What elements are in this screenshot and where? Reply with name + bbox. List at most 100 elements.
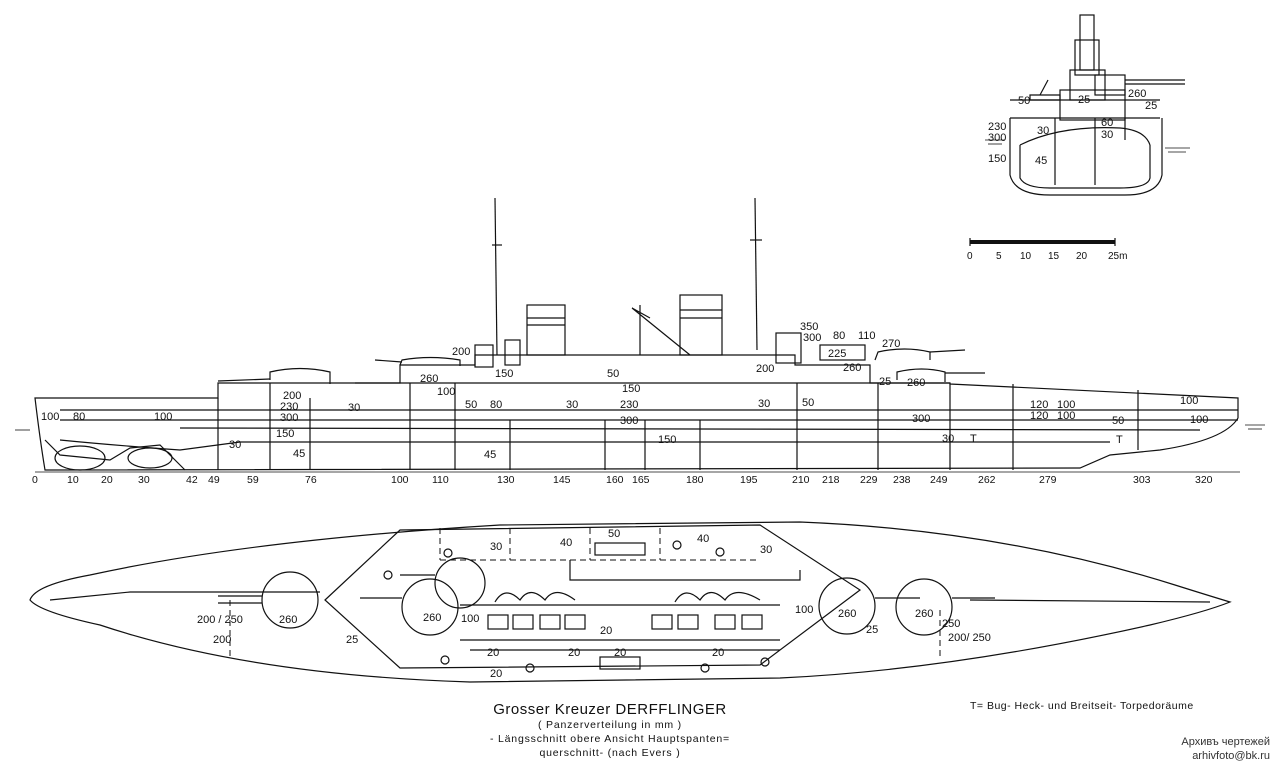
profile-label: 30 [566, 399, 578, 411]
side-profile [15, 197, 1265, 473]
frame-number: 20 [101, 474, 113, 486]
frame-number: 320 [1195, 474, 1213, 486]
cs-label: 230 [988, 121, 1006, 133]
frame-number: 180 [686, 474, 704, 486]
profile-label: 150 [495, 368, 513, 380]
profile-label: 30 [229, 439, 241, 451]
cs-label: 300 [988, 132, 1006, 144]
midship-cross-section [985, 14, 1190, 196]
plan-label: 260 [838, 608, 856, 620]
scale-label: 15 [1048, 251, 1060, 262]
plan-label: 260 [423, 612, 441, 624]
caption-line-2: - Längsschnitt obere Ansicht Hauptspante… [490, 733, 730, 745]
plan-label: 40 [560, 537, 572, 549]
scale-label: 5 [996, 251, 1002, 262]
plan-label: 200/ 250 [948, 632, 991, 644]
frame-number: 10 [67, 474, 79, 486]
plan-view [29, 521, 1232, 683]
profile-label: 150 [622, 383, 640, 395]
plan-label: 40 [697, 533, 709, 545]
frame-number: 76 [305, 474, 317, 486]
profile-label: 50 [607, 368, 619, 380]
profile-label: 30 [942, 433, 954, 445]
cross-section-labels: 50 25 260 25 230 300 30 60 30 150 45 [988, 88, 1157, 167]
profile-label: 260 [907, 377, 925, 389]
caption-line-1: ( Panzerverteilung in mm ) [538, 719, 682, 731]
plan-label: 20 [600, 625, 612, 637]
profile-label: 100 [437, 386, 455, 398]
profile-label: 230 [280, 401, 298, 413]
frame-number: 145 [553, 474, 571, 486]
plan-label: 260 [279, 614, 297, 626]
frame-number: 59 [247, 474, 259, 486]
profile-label: 25 [879, 376, 891, 388]
watermark-line-1: Архивъ чертежей [1181, 736, 1270, 748]
frame-number: 229 [860, 474, 878, 486]
profile-label: 30 [758, 398, 770, 410]
profile-label: 120 [1030, 410, 1048, 422]
frame-number: 218 [822, 474, 840, 486]
profile-label: 230 [620, 399, 638, 411]
plan-label: 200 [213, 634, 231, 646]
profile-label: 50 [1112, 415, 1124, 427]
plan-label: 100 [461, 613, 479, 625]
profile-label: T [970, 433, 977, 445]
profile-label: 50 [802, 397, 814, 409]
cs-label: 60 [1101, 117, 1113, 129]
profile-label: 300 [620, 415, 638, 427]
frame-number-row: 0 10 20 30 42 49 59 76 100 110 130 145 1… [32, 474, 1213, 486]
watermark-line-2: arhivfoto@bk.ru [1192, 750, 1270, 762]
frame-number: 249 [930, 474, 948, 486]
profile-label: 260 [420, 373, 438, 385]
cs-label: 150 [988, 153, 1006, 165]
scale-label: 0 [967, 251, 973, 262]
plan-label: 260 [915, 608, 933, 620]
frame-number: 30 [138, 474, 150, 486]
frame-number: 0 [32, 474, 38, 486]
cs-label: 260 [1128, 88, 1146, 100]
cs-label: 30 [1101, 129, 1113, 141]
profile-label: 100 [41, 411, 59, 423]
side-profile-labels: 350 300 80 110 270 200 225 200 260 260 2… [41, 321, 1208, 461]
profile-label: 200 [283, 390, 301, 402]
profile-label: 120 [1030, 399, 1048, 411]
profile-label: 270 [882, 338, 900, 350]
profile-label: 45 [293, 448, 305, 460]
caption-line-3: querschnitt- (nach Evers ) [539, 747, 681, 759]
profile-label: 300 [280, 412, 298, 424]
scale-label: 25m [1108, 251, 1127, 262]
frame-number: 110 [432, 474, 449, 486]
scale-bar [969, 238, 1116, 246]
profile-label: 200 [452, 346, 470, 358]
torpedo-room-legend: T= Bug- Heck- und Breitseit- Torpedoräum… [970, 700, 1194, 712]
profile-label: 50 [465, 399, 477, 411]
profile-label: 300 [803, 332, 821, 344]
profile-label: 350 [800, 321, 818, 333]
profile-label: 80 [490, 399, 502, 411]
cs-label: 25 [1145, 100, 1157, 112]
cs-label: 25 [1078, 94, 1090, 106]
frame-number: 100 [391, 474, 409, 486]
profile-label: 150 [658, 434, 676, 446]
profile-label: 150 [276, 428, 294, 440]
plan-label: 30 [490, 541, 502, 553]
plan-label: 20 [487, 647, 499, 659]
cs-label: 30 [1037, 125, 1049, 137]
frame-number: 303 [1133, 474, 1151, 486]
profile-label: T [1116, 434, 1123, 446]
plan-label: 50 [608, 528, 620, 540]
profile-label: 45 [484, 449, 496, 461]
profile-label: 260 [843, 362, 861, 374]
profile-label: 30 [348, 402, 360, 414]
profile-label: 100 [1057, 399, 1075, 411]
plan-label: 20 [568, 647, 580, 659]
plan-label: 20 [614, 647, 626, 659]
plan-label: 20 [712, 647, 724, 659]
frame-number: 210 [792, 474, 810, 486]
profile-label: 200 [756, 363, 774, 375]
scale-label: 10 [1020, 251, 1032, 262]
plan-label: 250 [942, 618, 960, 630]
plan-label: 25 [866, 624, 878, 636]
profile-label: 110 [858, 330, 876, 342]
